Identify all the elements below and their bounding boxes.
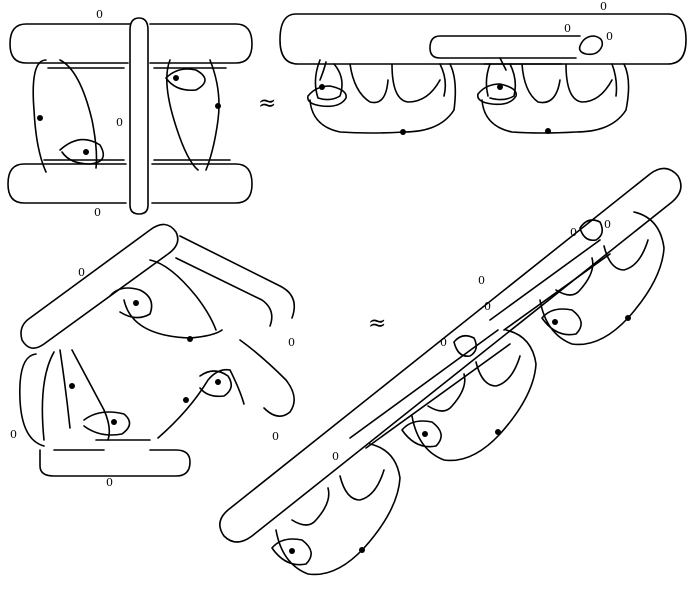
- marker-dot: [187, 336, 193, 342]
- framing-label: 0: [478, 274, 485, 287]
- framing-label: 0: [570, 226, 577, 239]
- inner-diagonal-band: [349, 239, 611, 449]
- framing-label: 0: [604, 218, 611, 231]
- small-circle: [579, 219, 604, 242]
- framing-label: 0: [332, 450, 339, 463]
- left-arc: [19, 351, 55, 447]
- framing-label: 0: [600, 0, 607, 13]
- equivalence-symbol: ≈: [258, 91, 276, 116]
- left-hook-group: [309, 59, 457, 134]
- right-link-ring: [476, 83, 517, 106]
- marker-dot: [215, 103, 221, 109]
- framing-label: 0: [440, 336, 447, 349]
- marker-dot: [495, 429, 501, 435]
- marker-dot: [422, 431, 428, 437]
- equivalence-symbol: ≈: [368, 311, 386, 336]
- marker-dot: [319, 84, 325, 90]
- small-circle: [453, 334, 478, 358]
- right-hook-group: [481, 63, 630, 134]
- bottom-band: [39, 449, 191, 477]
- marker-dot: [497, 84, 503, 90]
- marker-dot: [183, 397, 189, 403]
- vertical-band: [129, 17, 149, 215]
- marker-dot: [289, 548, 295, 554]
- marker-dot: [69, 383, 75, 389]
- diagram-bottom-left: 0 0 0 0 0: [10, 223, 296, 489]
- framing-label: 0: [106, 476, 113, 489]
- small-circle: [578, 35, 604, 56]
- marker-dot: [83, 149, 89, 155]
- marker-dot: [400, 129, 406, 135]
- framing-label: 0: [94, 206, 101, 219]
- right-loop: [165, 59, 220, 171]
- right-triangle: [157, 368, 245, 439]
- marker-dot: [625, 315, 631, 321]
- framing-label: 0: [96, 8, 103, 21]
- top-band: [9, 23, 253, 64]
- framing-label: 0: [484, 300, 491, 313]
- center-loop: [83, 259, 217, 441]
- top-band: [279, 13, 687, 65]
- marker-dot: [545, 128, 551, 134]
- diagram-top-left: 0 0 0: [7, 8, 253, 219]
- marker-dot: [359, 547, 365, 553]
- triangle-strand: [59, 287, 223, 441]
- framing-label: 0: [78, 266, 85, 279]
- marker-dot: [37, 115, 43, 121]
- inner-band: [429, 35, 581, 59]
- bottom-band: [7, 163, 253, 204]
- diagonal-band: [20, 223, 179, 349]
- marker-dot: [215, 379, 221, 385]
- marker-dot: [133, 300, 139, 306]
- framing-label: 0: [564, 22, 571, 35]
- right-band: [175, 235, 296, 417]
- left-loop: [32, 59, 105, 173]
- diagram-bottom-right: 0 0 0 0 0 0: [219, 167, 682, 576]
- framing-label: 0: [272, 430, 279, 443]
- framing-label: 0: [288, 336, 295, 349]
- marker-dot: [552, 319, 558, 325]
- marker-dot: [111, 419, 117, 425]
- framing-label: 0: [10, 428, 17, 441]
- framing-label: 0: [606, 30, 613, 43]
- dashed-crossing: [483, 57, 563, 71]
- long-diagonal-band: [219, 167, 682, 543]
- framing-label: 0: [116, 116, 123, 129]
- middle-hook-group: [401, 329, 537, 462]
- marker-dot: [173, 75, 179, 81]
- diagram-top-right: 0 0 0: [279, 0, 687, 135]
- lower-hook-group: [271, 443, 401, 576]
